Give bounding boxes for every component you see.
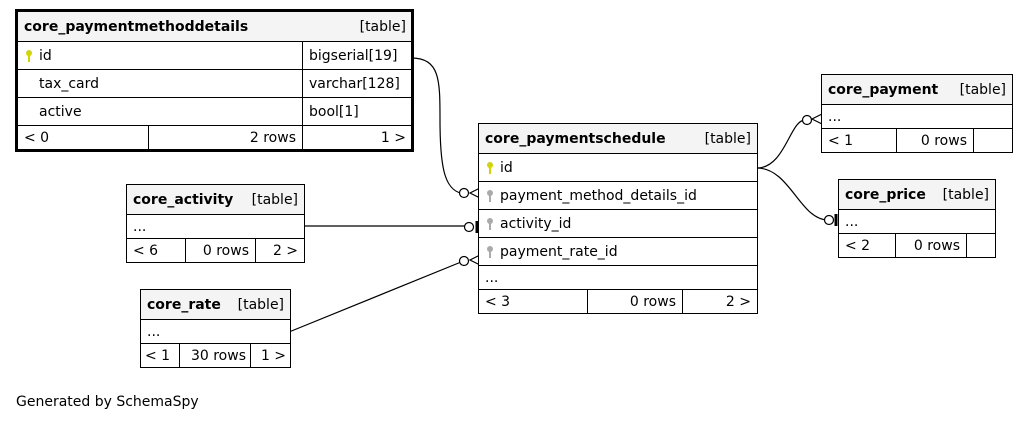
ellipsis: ... <box>478 265 758 290</box>
table-name: core_price <box>845 186 926 203</box>
table-type: [table] <box>959 81 1007 98</box>
table-footer: < 1 30 rows 1 > <box>140 343 292 368</box>
column-name: active <box>39 103 82 120</box>
table-footer: < 1 0 rows <box>821 128 1014 153</box>
primary-key-icon <box>487 161 493 174</box>
edge-end-circle <box>458 255 470 267</box>
edge-paymentmethoddetails-paymentschedule <box>410 57 467 195</box>
foreign-key-icon <box>487 245 493 258</box>
children-link[interactable]: 2 > <box>682 289 758 314</box>
parents-link[interactable]: < 2 <box>838 233 896 258</box>
table-row: payment_rate_id <box>478 237 758 266</box>
column-name: activity_id <box>500 215 572 232</box>
ellipsis: ... <box>139 319 292 344</box>
column-type: bigserial[19] <box>302 41 413 70</box>
ellipsis: ... <box>125 214 306 239</box>
column-type: varchar[128] <box>302 69 413 98</box>
crows-foot <box>468 187 481 199</box>
children-link[interactable]: 1 > <box>249 343 292 368</box>
ellipsis: ... <box>837 209 997 234</box>
table-core-payment[interactable]: core_payment [table] ... < 1 0 rows <box>820 74 1014 153</box>
table-row: id bigserial[19] <box>17 41 413 70</box>
column-name: payment_method_details_id <box>500 187 697 204</box>
table-core-paymentmethoddetails[interactable]: core_paymentmethoddetails [table] id big… <box>15 9 414 152</box>
edge-end-circle <box>458 187 470 199</box>
column-name: id <box>500 159 513 176</box>
table-type: [table] <box>942 186 990 203</box>
crows-foot <box>468 254 481 266</box>
parents-link[interactable]: < 3 <box>478 289 588 314</box>
parents-link[interactable]: < 1 <box>140 343 180 368</box>
foreign-key-icon <box>487 189 493 202</box>
table-row: ... <box>139 319 292 344</box>
column-name: id <box>39 47 52 64</box>
table-row: ... <box>478 265 758 290</box>
table-name: core_paymentschedule <box>485 130 666 147</box>
table-core-activity[interactable]: core_activity [table] ... < 6 0 rows 2 > <box>125 184 306 263</box>
row-count: 0 rows <box>185 238 256 263</box>
table-row: tax_card varchar[128] <box>17 69 413 98</box>
primary-key-icon <box>26 49 32 62</box>
parents-link[interactable]: < 1 <box>821 128 897 153</box>
table-name: core_paymentmethoddetails <box>24 18 249 35</box>
children-link[interactable] <box>972 128 1014 153</box>
table-row: id <box>478 153 758 182</box>
table-name: core_rate <box>147 296 221 313</box>
edge-rate-paymentschedule <box>288 259 467 333</box>
table-type: [table] <box>237 296 285 313</box>
children-link[interactable] <box>965 233 997 258</box>
edge-paymentschedule-payment <box>756 119 806 169</box>
table-row: ... <box>125 214 306 239</box>
row-count: 0 rows <box>895 233 967 258</box>
children-link[interactable]: 1 > <box>302 125 413 150</box>
table-footer: < 2 0 rows <box>838 233 997 258</box>
edge-paymentschedule-price <box>756 167 829 221</box>
column-name: payment_rate_id <box>500 243 618 260</box>
column-type: bool[1] <box>302 97 413 126</box>
ellipsis: ... <box>820 104 1014 129</box>
row-count: 0 rows <box>587 289 683 314</box>
row-count: 2 rows <box>148 125 303 150</box>
edge-end-circle <box>823 214 835 226</box>
table-footer: < 0 2 rows 1 > <box>17 125 413 150</box>
table-type: [table] <box>359 18 406 35</box>
table-name: core_activity <box>133 191 234 208</box>
parents-link[interactable]: < 0 <box>17 125 149 150</box>
edge-end-circle <box>463 221 475 233</box>
table-footer: < 6 0 rows 2 > <box>126 238 306 263</box>
generated-by-text: Generated by SchemaSpy <box>16 394 199 410</box>
row-count: 0 rows <box>896 128 974 153</box>
children-link[interactable]: 2 > <box>254 238 306 263</box>
foreign-key-icon <box>487 217 493 230</box>
table-row: activity_id <box>478 209 758 238</box>
crows-foot <box>810 113 823 125</box>
table-footer: < 3 0 rows 2 > <box>478 289 758 314</box>
row-count: 30 rows <box>179 343 251 368</box>
table-row: active bool[1] <box>17 97 413 126</box>
edge-end-circle <box>801 114 813 126</box>
table-row: ... <box>820 104 1014 129</box>
table-type: [table] <box>704 130 751 147</box>
parents-link[interactable]: < 6 <box>126 238 186 263</box>
table-row: ... <box>837 209 997 234</box>
table-type: [table] <box>251 191 299 208</box>
table-core-paymentschedule[interactable]: core_paymentschedule [table] id payment_… <box>478 123 758 314</box>
table-row: payment_method_details_id <box>478 181 758 210</box>
table-core-rate[interactable]: core_rate [table] ... < 1 30 rows 1 > <box>139 289 292 368</box>
table-core-price[interactable]: core_price [table] ... < 2 0 rows <box>837 179 997 258</box>
column-name: tax_card <box>39 75 100 92</box>
table-name: core_payment <box>828 81 939 98</box>
